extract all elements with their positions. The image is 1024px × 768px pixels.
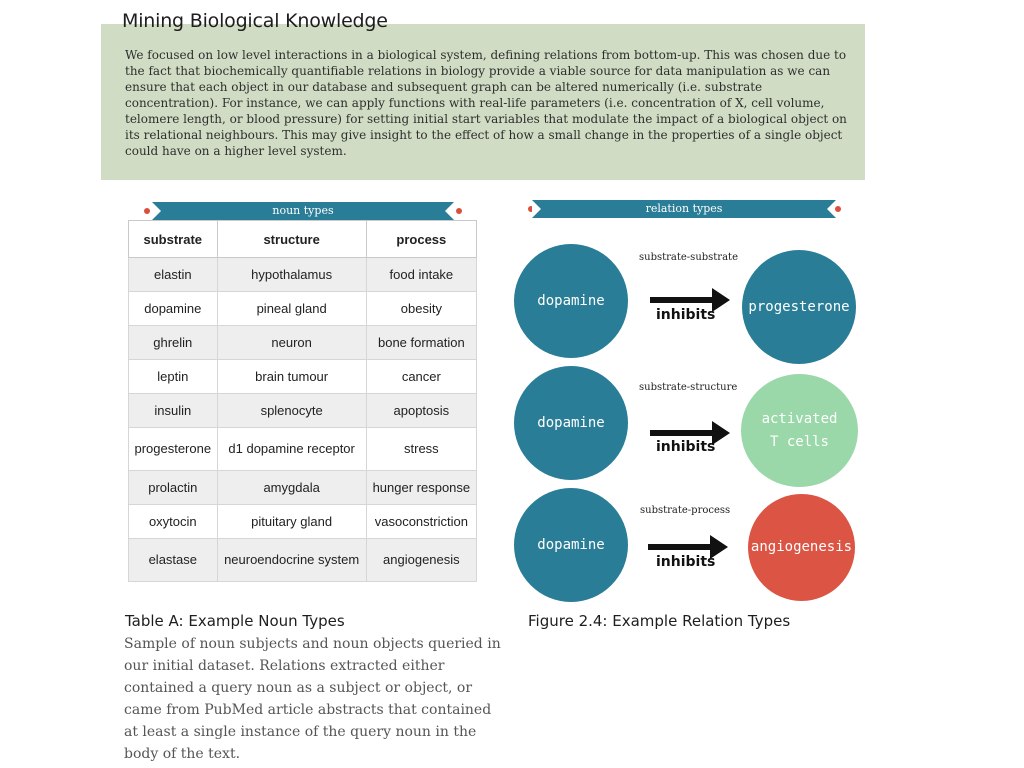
arrow-icon [650, 421, 730, 445]
table-cell: pituitary gland [216, 504, 367, 539]
table-row: progesterone d1 dopamine receptor stress [128, 427, 478, 471]
table-cell: dopamine [128, 291, 218, 326]
table-header-row: substrate structure process [128, 220, 478, 258]
arrow-icon [648, 535, 728, 559]
table-cell: cancer [365, 359, 478, 394]
table-cell: obesity [365, 291, 478, 326]
table-row: leptin brain tumour cancer [128, 359, 478, 394]
subject-circle: dopamine [514, 366, 628, 480]
table-cell: vasoconstriction [365, 504, 478, 539]
object-circle: angiogenesis [748, 494, 855, 601]
table-cell: bone formation [365, 325, 478, 360]
table-row: prolactin amygdala hunger response [128, 470, 478, 505]
table-cell: d1 dopamine receptor [216, 427, 367, 471]
relation-verb: inhibits [656, 554, 716, 570]
table-cell: oxytocin [128, 504, 218, 539]
table-cell: neuron [216, 325, 367, 360]
table-cell: elastin [128, 257, 218, 292]
table-row: elastin hypothalamus food intake [128, 257, 478, 292]
noun-types-table: substrate structure process elastin hypo… [128, 220, 478, 582]
subject-circle: dopamine [514, 244, 628, 358]
table-cell: food intake [365, 257, 478, 292]
relation-label: substrate-process [640, 505, 731, 516]
intro-box [101, 24, 865, 180]
table-cell: ghrelin [128, 325, 218, 360]
figure-caption-title: Figure 2.4: Example Relation Types [528, 612, 791, 630]
table-caption-title: Table A: Example Noun Types [125, 612, 345, 630]
relation-label: substrate-substrate [639, 252, 738, 263]
ribbon-dot-right [835, 206, 841, 212]
object-circle: progesterone [742, 250, 856, 364]
table-cell: progesterone [128, 427, 218, 471]
table-row: insulin splenocyte apoptosis [128, 393, 478, 428]
intro-paragraph: We focused on low level interactions in … [125, 48, 847, 158]
table-cell: neuroendocrine system [216, 538, 367, 582]
ribbon-dot-right [456, 208, 462, 214]
table-cell: insulin [128, 393, 218, 428]
table-cell: prolactin [128, 470, 218, 505]
object-circle: activated T cells [741, 374, 858, 487]
noun-types-ribbon: noun types [152, 202, 454, 220]
table-cell: splenocyte [216, 393, 367, 428]
table-header-cell: process [365, 220, 478, 258]
table-cell: apoptosis [365, 393, 478, 428]
ribbon-dot-left [528, 206, 534, 212]
table-row: oxytocin pituitary gland vasoconstrictio… [128, 504, 478, 539]
table-header-cell: structure [216, 220, 367, 258]
table-cell: amygdala [216, 470, 367, 505]
table-cell: elastase [128, 538, 218, 582]
ribbon-dot-left [144, 208, 150, 214]
relation-verb: inhibits [656, 307, 716, 323]
table-row: ghrelin neuron bone formation [128, 325, 478, 360]
table-caption-text: Sample of noun subjects and noun objects… [124, 636, 501, 762]
table-row: elastase neuroendocrine system angiogene… [128, 538, 478, 582]
subject-circle: dopamine [514, 488, 628, 602]
table-cell: pineal gland [216, 291, 367, 326]
relation-label: substrate-structure [639, 382, 738, 393]
relation-types-ribbon: relation types [532, 200, 836, 218]
relation-verb: inhibits [656, 439, 716, 455]
table-cell: brain tumour [216, 359, 367, 394]
page-title: Mining Biological Knowledge [122, 10, 388, 32]
table-row: dopamine pineal gland obesity [128, 291, 478, 326]
table-header-cell: substrate [128, 220, 218, 258]
table-cell: hunger response [365, 470, 478, 505]
table-cell: angiogenesis [365, 538, 478, 582]
table-cell: leptin [128, 359, 218, 394]
arrow-icon [650, 288, 730, 312]
table-cell: hypothalamus [216, 257, 367, 292]
table-cell: stress [365, 427, 478, 471]
